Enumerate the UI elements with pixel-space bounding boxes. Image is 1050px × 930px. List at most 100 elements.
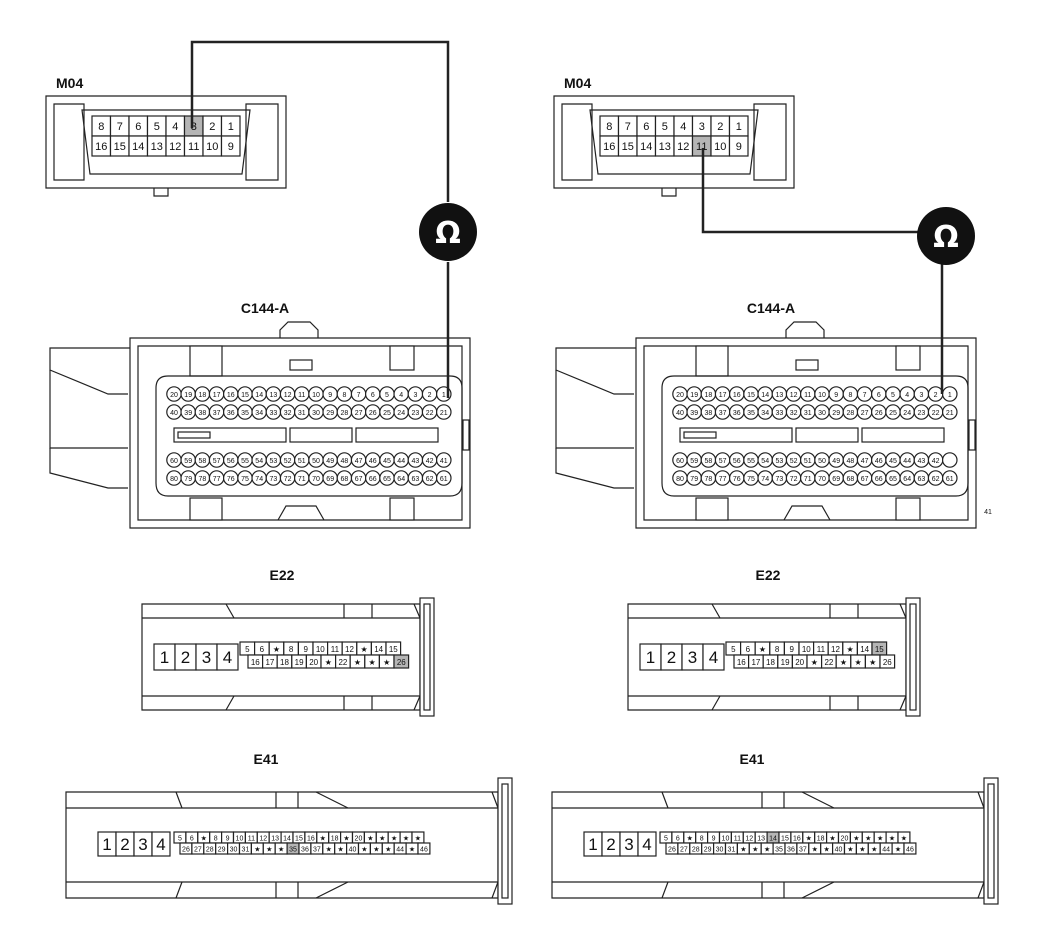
e41-end-cap-inner — [987, 783, 995, 899]
e41-pin-20: 20 — [355, 836, 363, 843]
e41-pin-13: 13 — [757, 836, 765, 843]
m04-pin-5: 5 — [662, 121, 668, 133]
c144a-pin-17: 17 — [213, 392, 221, 399]
c144a-pin-8: 8 — [342, 392, 346, 399]
c144a-latch-br — [389, 497, 415, 521]
e22-notches-b — [829, 604, 859, 710]
c144a-pin-32: 32 — [790, 410, 798, 417]
c144a-pin-50: 50 — [312, 458, 320, 465]
m04-key — [153, 188, 169, 197]
e41-pin-unused: ★ — [859, 846, 865, 854]
c144a-pin-3: 3 — [413, 392, 417, 399]
m04-pin-5: 5 — [154, 121, 160, 133]
e41-pin-29: 29 — [218, 847, 226, 854]
c144a-pin-61: 61 — [946, 476, 954, 483]
m04-right-latch — [753, 103, 787, 181]
c144a-pin-27: 27 — [861, 410, 869, 417]
e41-pin-28: 28 — [206, 847, 214, 854]
c144a-pin-22: 22 — [426, 410, 434, 417]
c144a-center-slot-2 — [289, 427, 353, 443]
e22-pin-cell — [393, 654, 410, 669]
c144a-pin-7: 7 — [357, 392, 361, 399]
e22-pin-22: 22 — [824, 658, 833, 667]
c144a-pin-49: 49 — [326, 458, 334, 465]
e22-pin-5: 5 — [731, 645, 736, 654]
c144a-pin-55: 55 — [747, 458, 755, 465]
e41-pin-20: 20 — [841, 836, 849, 843]
c144a-pin-34: 34 — [761, 410, 769, 417]
c144a-pin-13: 13 — [270, 392, 278, 399]
c144a-pin — [941, 452, 958, 468]
e22-pin-unused: ★ — [369, 658, 376, 667]
c144a-pin-45: 45 — [383, 458, 391, 465]
e22-pin-20: 20 — [309, 658, 318, 667]
c144a-pin-78: 78 — [705, 476, 713, 483]
e41-pin-26: 26 — [668, 847, 676, 854]
c144a-pin-33: 33 — [270, 410, 278, 417]
c144a-center-slot-1-mark — [683, 431, 717, 439]
e41-pin-15: 15 — [781, 836, 789, 843]
c144a-pin-33: 33 — [776, 410, 784, 417]
e41-large-pin-3: 3 — [624, 835, 633, 854]
c144a-pin-48: 48 — [341, 458, 349, 465]
c144a-pin-29: 29 — [326, 410, 334, 417]
c144a-latch-br — [895, 497, 921, 521]
e22-pin-10: 10 — [802, 645, 811, 654]
c144a-pin-17: 17 — [719, 392, 727, 399]
c144a-pin-57: 57 — [213, 458, 221, 465]
e22-pin-15: 15 — [389, 645, 398, 654]
c144a-pin-2: 2 — [428, 392, 432, 399]
e41-pin-12: 12 — [745, 836, 753, 843]
e22-pin-unused: ★ — [273, 645, 280, 654]
e41-pin-unused: ★ — [266, 846, 272, 854]
c144a-label: C144-A — [241, 300, 289, 316]
c144a-pin-69: 69 — [832, 476, 840, 483]
ohm-icon: Ω — [933, 220, 959, 255]
c144a-pin-7: 7 — [863, 392, 867, 399]
e41-end-taper — [977, 791, 985, 899]
c144a-pin-80: 80 — [676, 476, 684, 483]
m04-pin-2: 2 — [209, 121, 215, 133]
e22-end-cap-inner — [423, 603, 431, 711]
c144a-pin-16: 16 — [227, 392, 235, 399]
c144a-pin-77: 77 — [213, 476, 221, 483]
c144a-pin-20: 20 — [676, 392, 684, 399]
e41-pin-6: 6 — [676, 836, 680, 843]
m04-pin-6: 6 — [643, 121, 649, 133]
c144a-body-inner — [137, 345, 463, 521]
m04-pin-6: 6 — [135, 121, 141, 133]
c144a-pin-42: 42 — [932, 458, 940, 465]
m04-pin-1: 1 — [736, 121, 742, 133]
c144a-pin-73: 73 — [270, 476, 278, 483]
c144a-center-slot-3 — [355, 427, 439, 443]
e22-pin-6: 6 — [260, 645, 265, 654]
c144a-pin-28: 28 — [847, 410, 855, 417]
e41-rails — [552, 807, 984, 883]
e41-pin-unused: ★ — [367, 835, 373, 843]
c144a-pin-47: 47 — [861, 458, 869, 465]
e41-pin-5: 5 — [664, 836, 668, 843]
c144a-pin-53: 53 — [776, 458, 784, 465]
e41-end-taper — [491, 791, 499, 899]
c144a-pin-13: 13 — [776, 392, 784, 399]
m04-pin-7: 7 — [625, 121, 631, 133]
e22-pin-11: 11 — [817, 645, 826, 654]
e41-large-pin-2: 2 — [606, 835, 615, 854]
e41-notches-c — [315, 791, 349, 899]
c144a-pin-5: 5 — [891, 392, 895, 399]
c144a-pin-6: 6 — [371, 392, 375, 399]
e22-pin-unused: ★ — [847, 645, 854, 654]
c144a-pin-23: 23 — [412, 410, 420, 417]
m04-pin-3: 3 — [699, 121, 705, 133]
e41-large-pin-1: 1 — [588, 835, 597, 854]
c144a-pin-72: 72 — [790, 476, 798, 483]
e41-pin-13: 13 — [271, 836, 279, 843]
e41-pin-unused: ★ — [877, 835, 883, 843]
e22-pin-11: 11 — [331, 645, 340, 654]
c144a-slot — [795, 359, 819, 371]
e41-pin-unused: ★ — [201, 835, 207, 843]
e22-label: E22 — [270, 567, 295, 583]
c144a-pin-58: 58 — [705, 458, 713, 465]
